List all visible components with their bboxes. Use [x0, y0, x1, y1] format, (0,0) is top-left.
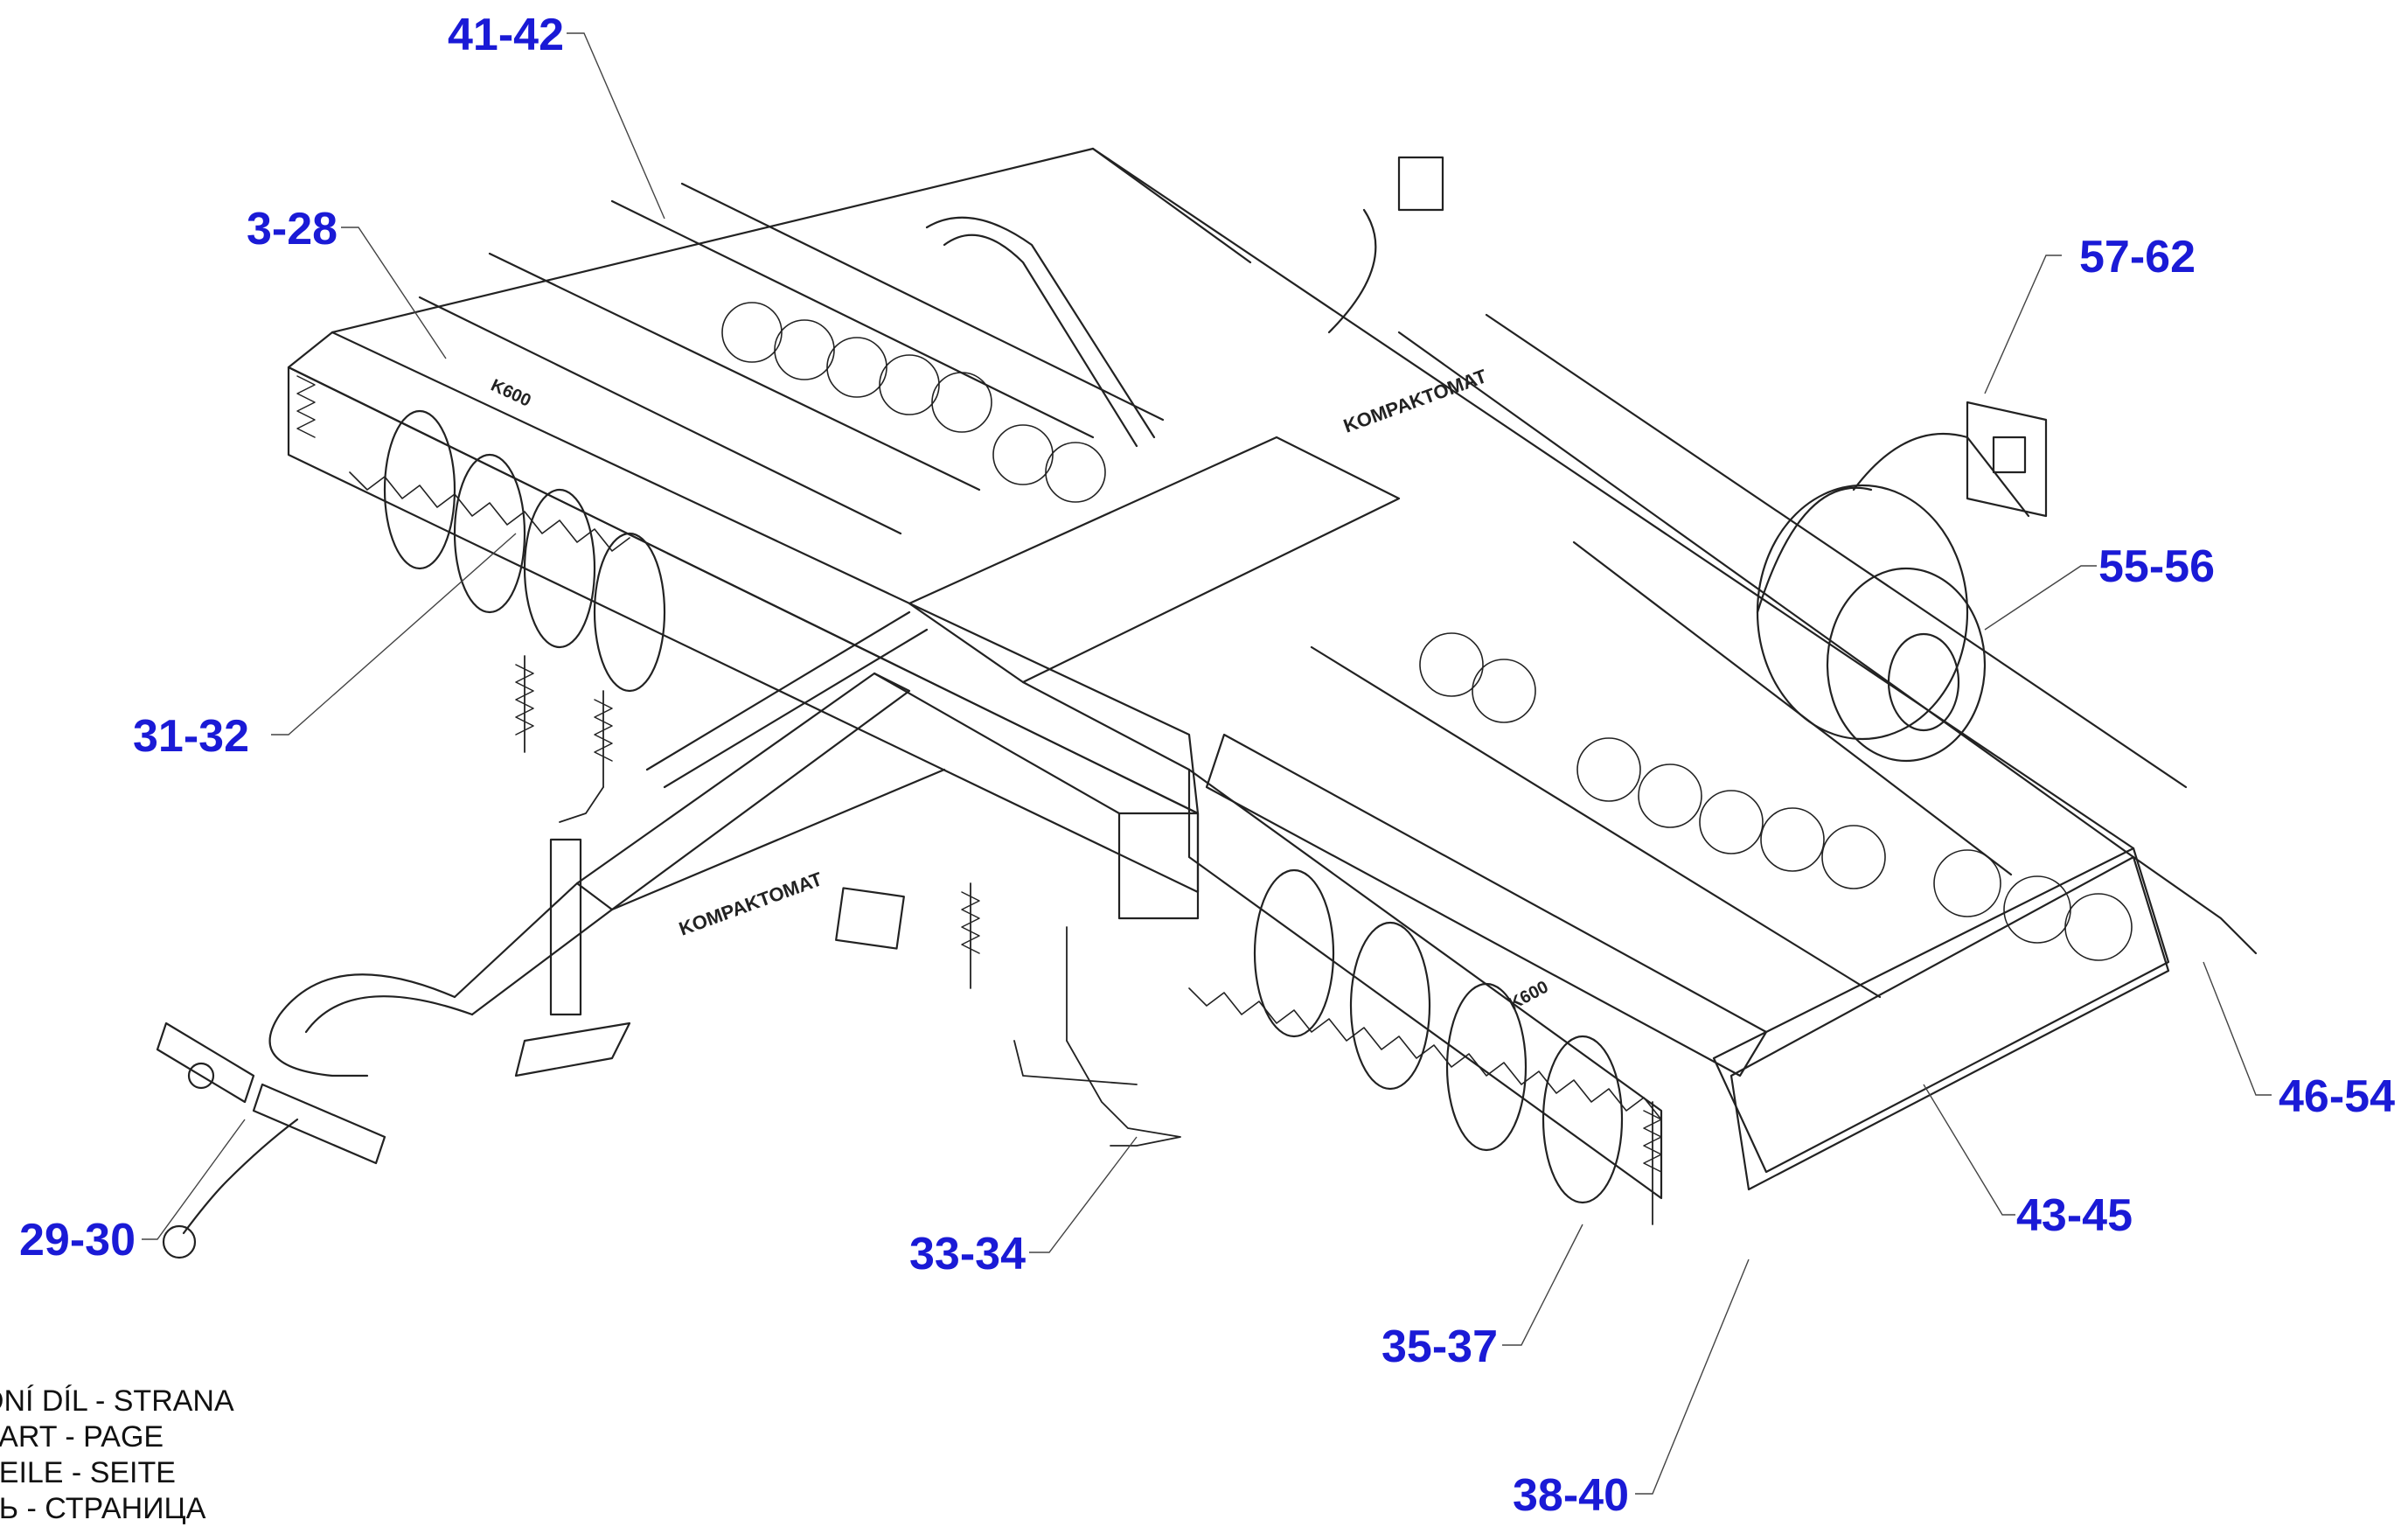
left-rotor-section	[287, 147, 1252, 894]
callout-31-32: 31-32	[133, 711, 249, 762]
legend-line-en: PART - PAGE	[0, 1420, 164, 1454]
callout-38-40: 38-40	[1513, 1470, 1629, 1521]
right-rotor-section	[1091, 147, 2258, 1204]
callout-29-30: 29-30	[19, 1215, 136, 1266]
drawbar-hitch	[156, 610, 946, 1259]
callout-3-28: 3-28	[247, 204, 338, 254]
legend-line-de: TEILE - SEITE	[0, 1456, 176, 1489]
callout-35-37: 35-37	[1381, 1321, 1498, 1372]
model-label-right: K600	[1506, 978, 1552, 1015]
callout-43-45: 43-45	[2016, 1190, 2133, 1241]
callout-57-62: 57-62	[2079, 232, 2196, 282]
transport-wheel	[1756, 401, 2048, 763]
callout-41-42: 41-42	[448, 10, 564, 60]
brand-drawbar-label: KOMPAKTOMAT	[676, 868, 825, 940]
leader-lines	[142, 32, 2272, 1495]
legend-line-cz: ONÍ DÍL - STRANA	[0, 1384, 234, 1418]
legend-line-ru: ТЬ - СТРАНИЦА	[0, 1492, 206, 1525]
center-chassis	[296, 156, 1662, 1225]
model-label-left: K600	[488, 376, 534, 411]
callout-55-56: 55-56	[2098, 541, 2215, 592]
legend: ONÍ DÍL - STRANA PART - PAGE TEILE - SEI…	[0, 1384, 234, 1527]
callout-46-54: 46-54	[2279, 1071, 2395, 1122]
callout-33-34: 33-34	[909, 1229, 1026, 1279]
